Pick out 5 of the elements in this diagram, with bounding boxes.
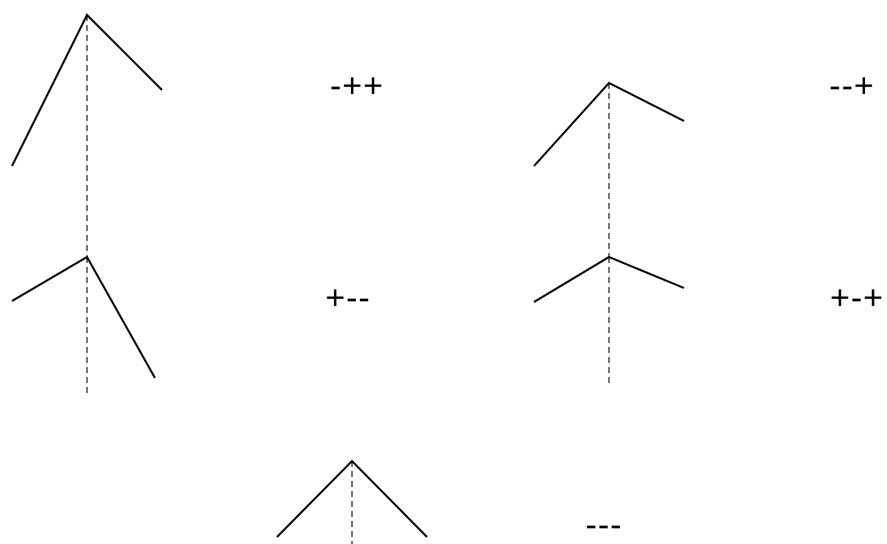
sign-label: --+ <box>829 68 875 104</box>
sign-label: +-+ <box>830 280 884 316</box>
sign-label: +-- <box>325 280 371 316</box>
sign-label: -++ <box>330 68 384 104</box>
sign-label: --- <box>586 507 622 543</box>
